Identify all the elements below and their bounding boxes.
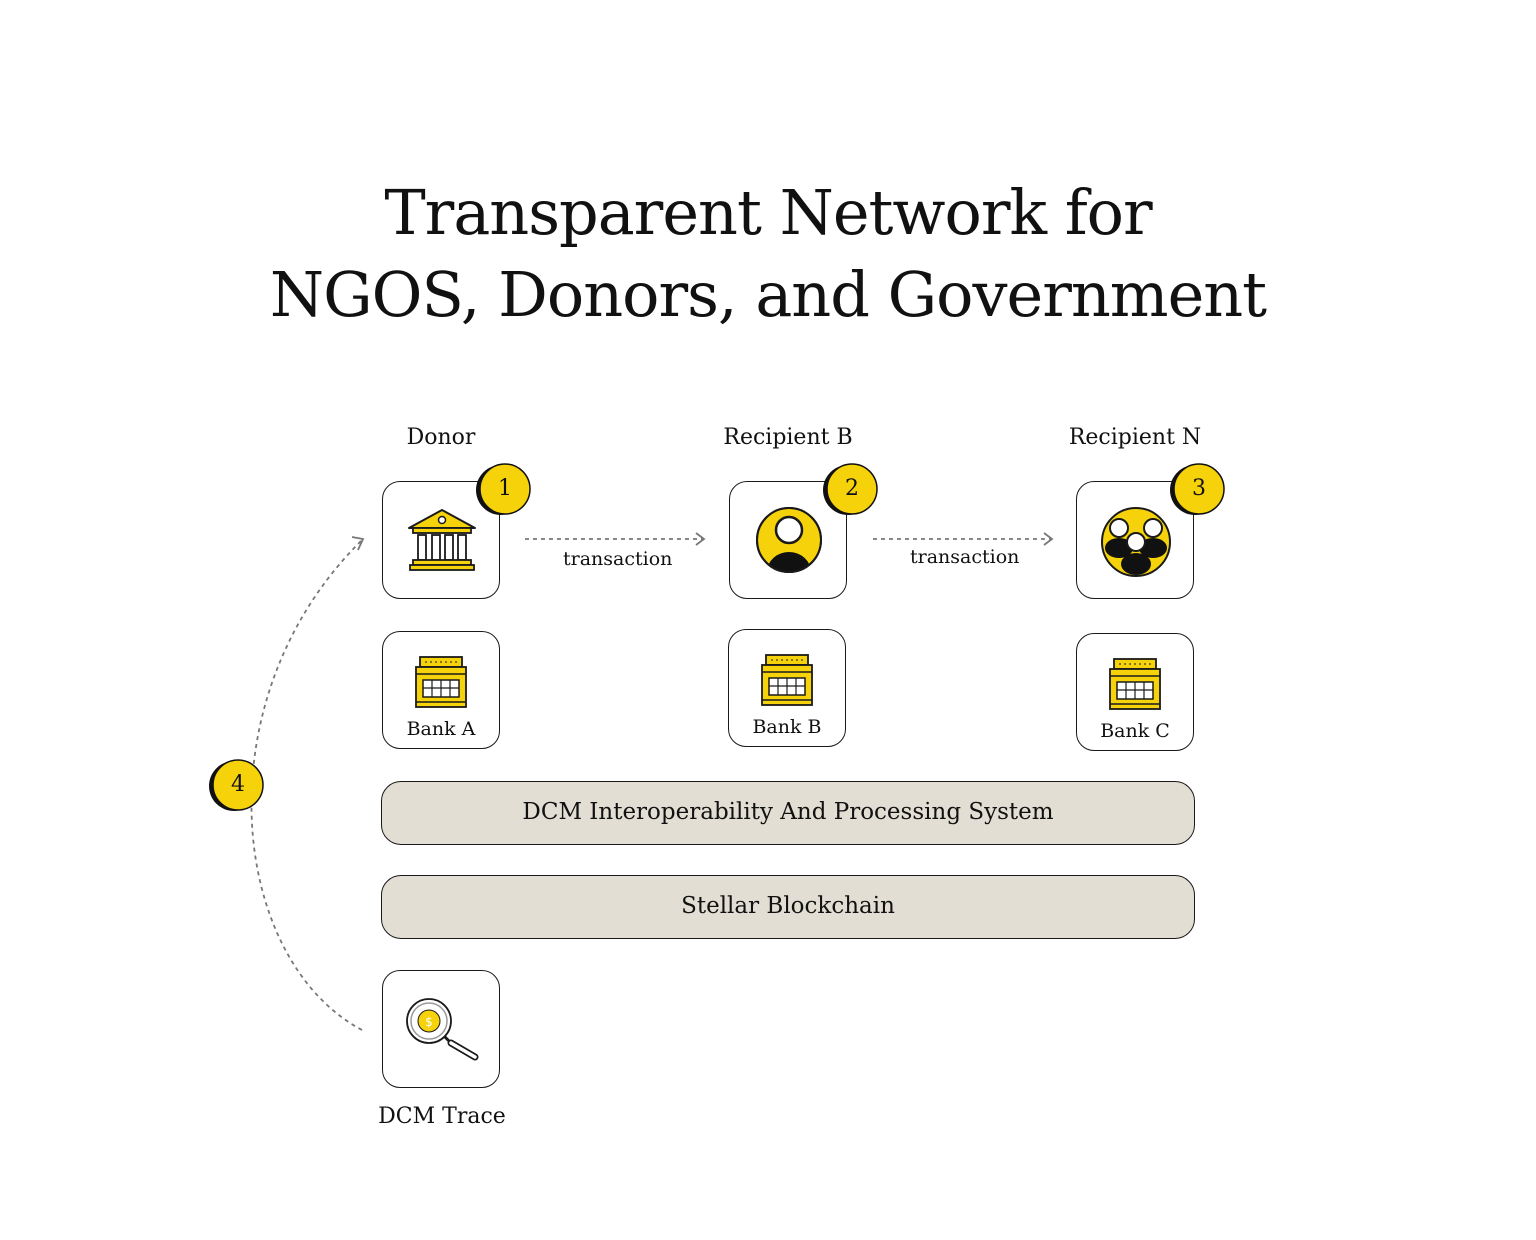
dcm-trace-label: DCM Trace xyxy=(378,1104,506,1129)
bank-building-icon xyxy=(415,656,467,708)
arrowhead-icon xyxy=(1043,532,1054,546)
transaction-label-1: transaction xyxy=(563,548,673,570)
transaction-label-2: transaction xyxy=(910,546,1020,568)
badge-circle-icon xyxy=(209,759,264,811)
badge-number: 1 xyxy=(498,476,512,501)
dcm-trace-card[interactable]: $ xyxy=(382,970,500,1088)
step-badge-4: 4 xyxy=(208,759,264,815)
group-icon xyxy=(1101,507,1171,577)
bank-c-label: Bank C xyxy=(1100,720,1170,742)
trace-feedback-curve xyxy=(250,539,363,1031)
badge-circle-icon xyxy=(823,463,878,515)
bank-a-label: Bank A xyxy=(406,718,476,740)
badge-number: 4 xyxy=(231,772,245,797)
bank-a-card[interactable]: Bank A xyxy=(382,631,500,749)
blockchain-layer: Stellar Blockchain xyxy=(381,875,1195,939)
recipient-n-label: Recipient N xyxy=(1068,425,1202,450)
recipient-b-label: Recipient B xyxy=(723,425,853,450)
bank-building-icon xyxy=(761,654,813,706)
title-line-2: NGOS, Donors, and Government xyxy=(269,258,1267,331)
step-badge-1: 1 xyxy=(475,463,531,519)
person-icon xyxy=(756,507,822,573)
badge-circle-icon xyxy=(476,463,531,515)
arrowhead-icon xyxy=(351,536,365,551)
magnifier-coin-icon: $ xyxy=(406,998,479,1061)
badge-number: 2 xyxy=(845,476,859,501)
step-badge-3: 3 xyxy=(1169,463,1225,519)
svg-text:$: $ xyxy=(425,1015,433,1029)
badge-number: 3 xyxy=(1192,476,1206,501)
donor-label: Donor xyxy=(406,425,476,450)
interoperability-layer: DCM Interoperability And Processing Syst… xyxy=(381,781,1195,845)
recipient-n-card[interactable] xyxy=(1076,481,1194,599)
title-line-1: Transparent Network for xyxy=(384,176,1152,249)
bank-building-icon xyxy=(1109,658,1161,710)
bank-c-card[interactable]: Bank C xyxy=(1076,633,1194,751)
bank-b-label: Bank B xyxy=(752,716,822,738)
arrowhead-icon xyxy=(695,532,706,546)
page-title: Transparent Network for NGOS, Donors, an… xyxy=(0,172,1536,336)
badge-circle-icon xyxy=(1170,463,1225,515)
step-badge-2: 2 xyxy=(822,463,878,519)
government-building-icon xyxy=(408,509,476,571)
bank-b-card[interactable]: Bank B xyxy=(728,629,846,747)
